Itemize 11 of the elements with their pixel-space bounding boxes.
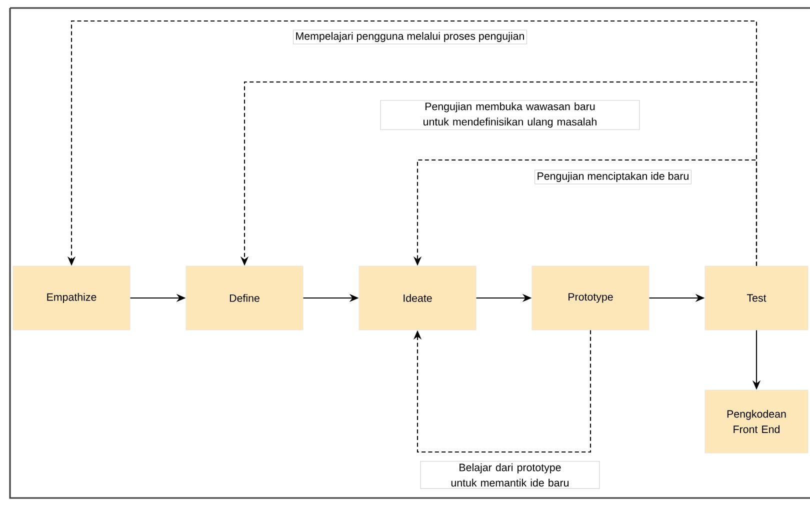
edge-label: Belajar dari prototype untuk memantik ide baru [420,461,600,489]
process-box: Ideate [358,266,476,330]
arrow [413,330,592,453]
process-box: Test [704,266,808,330]
process-box: Empathize [12,266,130,330]
edge-label: Pengujian menciptakan ide baru [534,170,692,184]
process-box: Define [186,266,304,330]
edge-label: Pengujian membuka wawasan baru untuk mendefinisikan ulang masalah [380,100,640,130]
edge-label: Mempelajari pengguna melalui proses pengujian [293,30,527,44]
process-box: Pengkodean Front End [704,390,808,454]
process-box: Prototype [532,266,650,330]
